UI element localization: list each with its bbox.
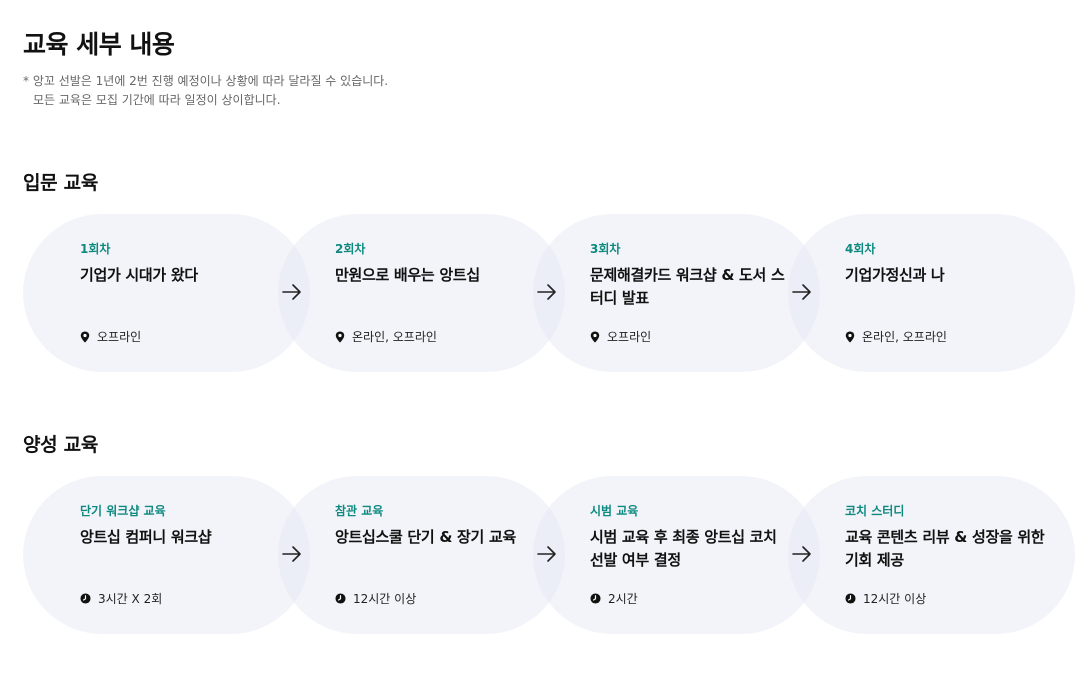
card-meta-text: 온라인, 오프라인 bbox=[862, 330, 947, 344]
clock-icon bbox=[80, 593, 91, 604]
course-card: 코치 스터디 교육 콘텐츠 리뷰 & 성장을 위한 기회 제공 12시간 이상 bbox=[788, 476, 1075, 634]
course-card: 1회차 기업가 시대가 왔다 오프라인 bbox=[23, 214, 310, 372]
section-intro-education: 입문 교육 1회차 기업가 시대가 왔다 오프라인 2회차 만원으로 배우는 앙… bbox=[23, 168, 1083, 372]
note-line: * 앙꼬 선발은 1년에 2번 진행 예정이나 상황에 따라 달라질 수 있습니… bbox=[23, 74, 389, 88]
arrow-right-icon bbox=[537, 284, 556, 300]
card-tag: 3회차 bbox=[590, 242, 621, 256]
card-title: 문제해결카드 워크샵 & 도서 스터디 발표 bbox=[590, 266, 785, 307]
card-meta: 3시간 X 2회 bbox=[80, 590, 162, 607]
card-tag: 4회차 bbox=[845, 242, 876, 256]
course-card-list: 단기 워크샵 교육 앙트십 컴퍼니 워크샵 3시간 X 2회 참관 교육 앙트십… bbox=[23, 476, 1083, 634]
card-title: 만원으로 배우는 앙트십 bbox=[335, 266, 480, 284]
arrow-right-icon bbox=[282, 284, 301, 300]
location-pin-icon bbox=[845, 331, 855, 342]
page-title: 교육 세부 내용 bbox=[23, 30, 175, 59]
section-title: 입문 교육 bbox=[23, 172, 99, 194]
card-tag: 참관 교육 bbox=[335, 504, 384, 518]
card-meta-text: 온라인, 오프라인 bbox=[352, 330, 437, 344]
card-title: 앙트십스쿨 단기 & 장기 교육 bbox=[335, 528, 516, 546]
card-title: 시범 교육 후 최종 앙트십 코치 선발 여부 결정 bbox=[590, 528, 777, 569]
arrow-right-icon bbox=[792, 546, 811, 562]
card-meta: 온라인, 오프라인 bbox=[845, 328, 947, 345]
course-card: 시범 교육 시범 교육 후 최종 앙트십 코치 선발 여부 결정 2시간 bbox=[533, 476, 820, 634]
course-card: 2회차 만원으로 배우는 앙트십 온라인, 오프라인 bbox=[278, 214, 565, 372]
card-meta-text: 3시간 X 2회 bbox=[98, 592, 163, 606]
clock-icon bbox=[335, 593, 346, 604]
clock-icon bbox=[845, 593, 856, 604]
card-meta: 2시간 bbox=[590, 590, 638, 607]
card-title: 앙트십 컴퍼니 워크샵 bbox=[80, 528, 212, 546]
card-tag: 단기 워크샵 교육 bbox=[80, 504, 166, 518]
card-meta: 12시간 이상 bbox=[845, 590, 926, 607]
card-meta-text: 오프라인 bbox=[97, 330, 142, 344]
section-training-education: 양성 교육 단기 워크샵 교육 앙트십 컴퍼니 워크샵 3시간 X 2회 참관 … bbox=[23, 430, 1083, 634]
course-card-list: 1회차 기업가 시대가 왔다 오프라인 2회차 만원으로 배우는 앙트십 온라인… bbox=[23, 214, 1083, 372]
card-title: 기업가정신과 나 bbox=[845, 266, 945, 284]
card-meta: 온라인, 오프라인 bbox=[335, 328, 437, 345]
arrow-right-icon bbox=[537, 546, 556, 562]
course-card: 단기 워크샵 교육 앙트십 컴퍼니 워크샵 3시간 X 2회 bbox=[23, 476, 310, 634]
arrow-right-icon bbox=[792, 284, 811, 300]
card-tag: 1회차 bbox=[80, 242, 111, 256]
card-tag: 코치 스터디 bbox=[845, 504, 905, 518]
note-line: 모든 교육은 모집 기간에 따라 일정이 상이합니다. bbox=[33, 93, 281, 107]
card-meta-text: 12시간 이상 bbox=[863, 592, 927, 606]
location-pin-icon bbox=[590, 331, 600, 342]
card-meta-text: 12시간 이상 bbox=[353, 592, 417, 606]
section-title: 양성 교육 bbox=[23, 434, 99, 456]
card-meta: 12시간 이상 bbox=[335, 590, 416, 607]
course-card: 4회차 기업가정신과 나 온라인, 오프라인 bbox=[788, 214, 1075, 372]
course-card: 3회차 문제해결카드 워크샵 & 도서 스터디 발표 오프라인 bbox=[533, 214, 820, 372]
card-meta: 오프라인 bbox=[80, 328, 141, 345]
card-meta-text: 오프라인 bbox=[607, 330, 652, 344]
card-meta: 오프라인 bbox=[590, 328, 651, 345]
card-tag: 2회차 bbox=[335, 242, 366, 256]
arrow-right-icon bbox=[282, 546, 301, 562]
card-tag: 시범 교육 bbox=[590, 504, 639, 518]
card-meta-text: 2시간 bbox=[608, 592, 638, 606]
card-title: 교육 콘텐츠 리뷰 & 성장을 위한 기회 제공 bbox=[845, 528, 1045, 569]
card-title: 기업가 시대가 왔다 bbox=[80, 266, 198, 284]
location-pin-icon bbox=[80, 331, 90, 342]
location-pin-icon bbox=[335, 331, 345, 342]
course-card: 참관 교육 앙트십스쿨 단기 & 장기 교육 12시간 이상 bbox=[278, 476, 565, 634]
clock-icon bbox=[590, 593, 601, 604]
notes: * 앙꼬 선발은 1년에 2번 진행 예정이나 상황에 따라 달라질 수 있습니… bbox=[23, 72, 388, 110]
